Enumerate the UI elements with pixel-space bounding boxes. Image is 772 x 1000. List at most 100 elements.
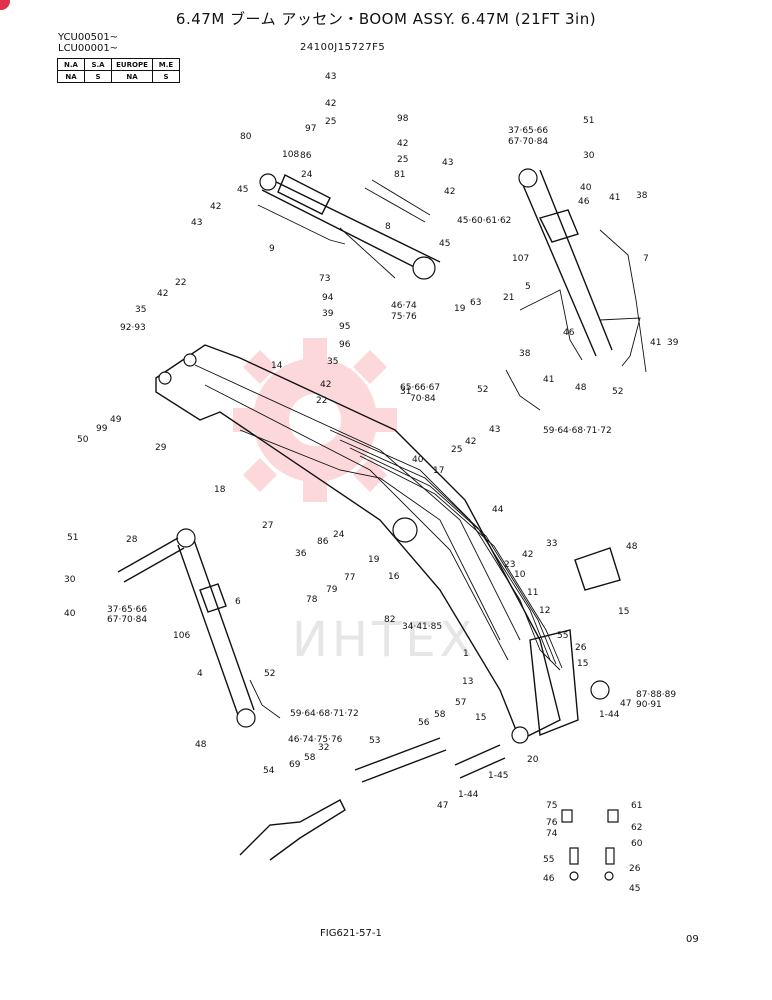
callout-label: 27 bbox=[262, 521, 273, 531]
callout-label: 51 bbox=[583, 116, 594, 126]
callout-label: 45 bbox=[629, 884, 640, 894]
callout-label: 94 bbox=[322, 293, 334, 303]
boom-cylinder-bottom bbox=[117, 528, 281, 728]
callout-label: 25 bbox=[451, 445, 462, 455]
callout-label: 49 bbox=[110, 415, 122, 425]
callout-label: 1 bbox=[463, 649, 469, 659]
callout-label: 1-45 bbox=[488, 771, 508, 781]
callout-label: 75·76 bbox=[391, 312, 417, 322]
callout-label: 53 bbox=[369, 736, 380, 746]
callout-label: 25 bbox=[325, 117, 336, 127]
callout-label: 43 bbox=[325, 72, 336, 82]
callout-label: 87·88·89 bbox=[636, 690, 676, 700]
callout-label: 17 bbox=[433, 466, 444, 476]
callout-label: 34·41·85 bbox=[402, 622, 442, 632]
callout-label: 73 bbox=[319, 274, 330, 284]
callout-label: 8 bbox=[385, 222, 391, 232]
serial-range-1: YCU00501~ bbox=[58, 32, 119, 43]
callout-label: 86 bbox=[317, 537, 329, 547]
callout-label: 99 bbox=[96, 424, 108, 434]
callout-label: 42 bbox=[157, 289, 168, 299]
bolt-legend bbox=[561, 809, 619, 881]
callout-label: 82 bbox=[384, 615, 395, 625]
callout-label: 96 bbox=[339, 340, 351, 350]
callout-label: 39 bbox=[322, 309, 334, 319]
callout-label: 4 bbox=[197, 669, 203, 679]
callout-label: 32 bbox=[318, 743, 329, 753]
callout-label: 46 bbox=[563, 328, 575, 338]
boom-cylinder-top bbox=[257, 173, 441, 280]
callout-label: 22 bbox=[175, 278, 186, 288]
callout-label: 42 bbox=[444, 187, 455, 197]
callout-label: 107 bbox=[512, 254, 529, 264]
callout-label: 10 bbox=[514, 570, 526, 580]
callout-label: 86 bbox=[300, 151, 312, 161]
callout-label: 59·64·68·71·72 bbox=[290, 709, 359, 719]
callout-label: 46·74 bbox=[391, 301, 417, 311]
callout-label: 45·60·61·62 bbox=[457, 216, 511, 226]
main-boom-structure bbox=[155, 344, 563, 744]
callout-label: 54 bbox=[263, 766, 275, 776]
callout-label: 18 bbox=[214, 485, 226, 495]
callout-label: 42 bbox=[465, 437, 476, 447]
callout-label: 75 bbox=[546, 801, 557, 811]
callout-label: 1-44 bbox=[458, 790, 479, 800]
figure-reference: FIG621-57-1 bbox=[320, 928, 382, 939]
callout-label: 50 bbox=[77, 435, 89, 445]
callout-label: 1-44 bbox=[599, 710, 620, 720]
callout-label: 90·91 bbox=[636, 700, 662, 710]
callout-label: 65·66·67 bbox=[400, 383, 440, 393]
callout-label: 95 bbox=[339, 322, 350, 332]
callout-label: 15 bbox=[577, 659, 588, 669]
callout-label: 9 bbox=[269, 244, 275, 254]
assembly-part-number: 24100J15727F5 bbox=[300, 42, 386, 53]
callout-label: 29 bbox=[155, 443, 167, 453]
callout-label: 45 bbox=[439, 239, 450, 249]
callout-label: 46 bbox=[578, 197, 590, 207]
foot-pins bbox=[239, 680, 610, 861]
callout-label: 37·65·66 bbox=[107, 605, 147, 615]
callout-label: 108 bbox=[282, 150, 299, 160]
callout-label: 13 bbox=[462, 677, 473, 687]
callout-label: 61 bbox=[631, 801, 642, 811]
callout-label: 42 bbox=[397, 139, 408, 149]
callout-label: 46·74·75·76 bbox=[288, 735, 343, 745]
callout-label: 38 bbox=[519, 349, 531, 359]
callout-label: 67·70·84 bbox=[508, 137, 548, 147]
callout-label: 37·65·66 bbox=[508, 126, 548, 136]
callout-label: 77 bbox=[344, 573, 355, 583]
callout-label: 40 bbox=[580, 183, 592, 193]
callout-label: 5 bbox=[525, 282, 531, 292]
callout-label: 98 bbox=[397, 114, 409, 124]
callout-label: 80 bbox=[240, 132, 252, 142]
callout-label: 6 bbox=[235, 597, 241, 607]
callout-label: 58 bbox=[304, 753, 316, 763]
callout-label: 52 bbox=[477, 385, 488, 395]
callout-label: 56 bbox=[418, 718, 430, 728]
callout-label: 59·64·68·71·72 bbox=[543, 426, 612, 436]
callout-label: 33 bbox=[546, 539, 557, 549]
callout-label: 43 bbox=[191, 218, 202, 228]
corner-badge bbox=[0, 0, 10, 10]
callout-label: 48 bbox=[626, 542, 638, 552]
callout-label: 97 bbox=[305, 124, 316, 134]
callout-label: 55 bbox=[557, 631, 568, 641]
region-value-me: S bbox=[152, 70, 180, 83]
callout-label: 79 bbox=[326, 585, 338, 595]
callout-label: 23 bbox=[504, 560, 515, 570]
callout-label: 58 bbox=[434, 710, 446, 720]
callout-label: 26 bbox=[575, 643, 587, 653]
callout-label: 16 bbox=[388, 572, 400, 582]
callout-label: 78 bbox=[306, 595, 318, 605]
callout-label: 15 bbox=[475, 713, 486, 723]
callout-label: 40 bbox=[64, 609, 76, 619]
callout-label: 14 bbox=[271, 361, 283, 371]
watermark-text: ИНТЕХ bbox=[292, 612, 477, 668]
callout-label: 30 bbox=[64, 575, 76, 585]
callout-label: 35 bbox=[327, 357, 338, 367]
callout-labels: 43 42 25 97 98 80 108 86 42 25 24 81 43 … bbox=[64, 72, 679, 894]
callout-label: 106 bbox=[173, 631, 190, 641]
callout-label: 52 bbox=[264, 669, 275, 679]
callout-label: 41 bbox=[543, 375, 554, 385]
